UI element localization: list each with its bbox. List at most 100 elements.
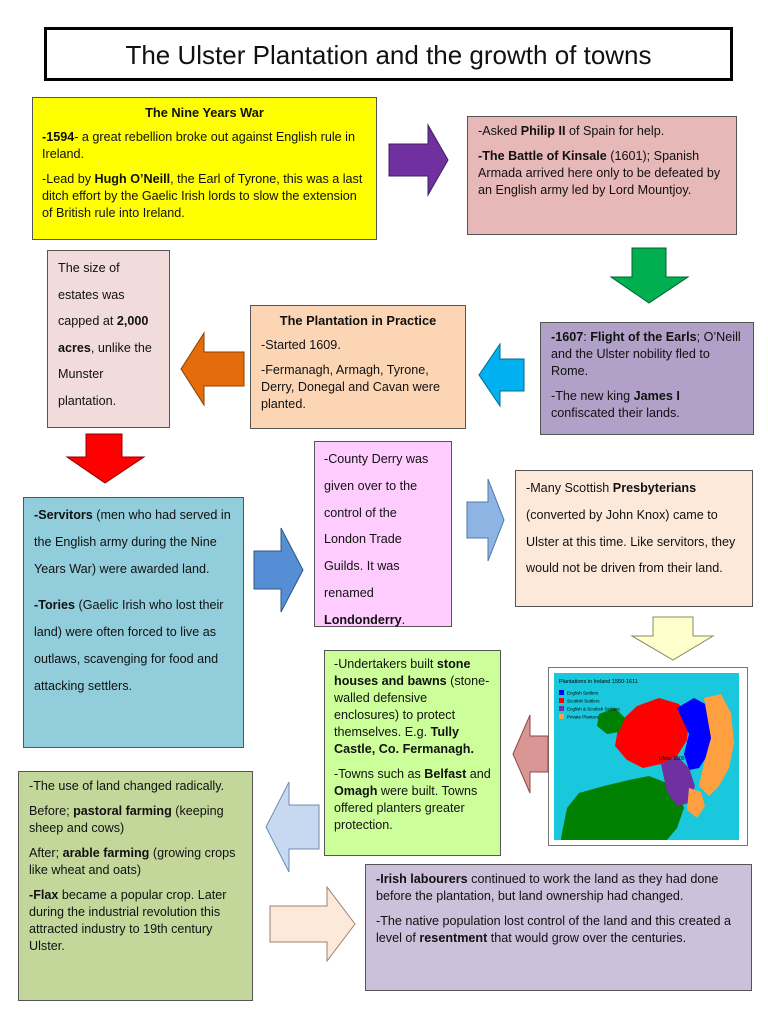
arrow-down-red xyxy=(65,433,146,484)
arrow-left-orange xyxy=(180,331,245,407)
estate-size-box: The size of estates was capped at 2,000 … xyxy=(47,250,170,428)
kinsale-description: (1601); Spanish Armada arrived here only… xyxy=(478,149,721,197)
ulster-orange-region-south xyxy=(687,788,705,818)
arrow-left-pink xyxy=(512,714,549,794)
servitors-description: (men who had served in the English army … xyxy=(34,508,231,576)
belfast-name: Belfast xyxy=(424,767,467,781)
legend-english-scottish-label: English & Scottish Settlers xyxy=(567,707,621,712)
legend-scottish-swatch xyxy=(559,698,564,703)
native-population-text: -The native population lost control of t… xyxy=(376,914,731,945)
servitors-term: -Servitors xyxy=(34,508,93,522)
arrow-left-cyan xyxy=(478,342,525,408)
philip-ii-name: Philip II xyxy=(520,124,566,138)
estate-size-text: The size of estates was capped at xyxy=(58,261,125,328)
spain-help-text: of Spain for help. xyxy=(565,124,665,138)
presbyterians-name: Presbyterians xyxy=(612,481,697,495)
fled-rome-text: ; O’Neill and the Ulster nobility fled t… xyxy=(551,330,741,378)
land-change-text: -The use of land changed radically. xyxy=(29,779,225,793)
year-1594: -1594 xyxy=(42,130,75,145)
resentment-description: that would grow over the centuries. xyxy=(487,931,687,945)
tories-description: (Gaelic Irish who lost their land) were … xyxy=(34,598,224,693)
arable-farming-term: arable farming xyxy=(62,846,150,860)
resentment-text: -The native population lost control of t… xyxy=(376,913,741,947)
arrow-down-green xyxy=(609,247,690,304)
acres-value: 2,000 acres xyxy=(58,314,149,355)
philip-text: -Asked Philip II of Spain for help. xyxy=(478,123,726,140)
philip-kinsale-box: -Asked Philip II of Spain for help. -The… xyxy=(467,116,737,235)
new-king-text: -The new king xyxy=(551,389,634,403)
county-derry-box: -County Derry was given over to the cont… xyxy=(314,441,452,627)
flax-text: -Flax became a popular crop. Later durin… xyxy=(29,887,242,955)
ulster-green-northwest xyxy=(597,708,625,734)
flight-text: -1607: Flight of the Earls; O’Neill and … xyxy=(551,329,743,380)
arrow-right-peach xyxy=(269,885,356,963)
ireland-land-green xyxy=(561,776,684,840)
munster-text: , unlike the Munster plantation. xyxy=(58,340,152,408)
towns-description: were built. Towns offered planters great… xyxy=(334,784,478,832)
towns-text: -Towns such as Belfast and Omagh were bu… xyxy=(334,766,491,834)
counties-text: -Fermanagh, Armagh, Tyrone, Derry, Doneg… xyxy=(261,363,440,412)
legend-english-swatch xyxy=(559,690,564,695)
ulster-map-label: Ulster 1609 xyxy=(659,756,685,762)
legend-private-label: Private Planters xyxy=(567,715,600,720)
scots-text: -Many Scottish xyxy=(526,481,613,495)
londonderry-name: Londonderry xyxy=(324,612,402,627)
omagh-name: Omagh xyxy=(334,784,378,798)
kinsale-text: -The Battle of Kinsale (1601); Spanish A… xyxy=(478,148,726,199)
ireland-map-image: Plantations in Ireland 1550-1611 English… xyxy=(554,673,739,840)
scots-description: (converted by John Knox) came to Ulster … xyxy=(526,507,736,576)
bawns-description: (stone-walled defensive enclosures) to p… xyxy=(334,674,490,739)
plantation-map: Plantations in Ireland 1550-1611 English… xyxy=(548,667,748,846)
legend-private-swatch xyxy=(559,714,564,719)
irish-labourers-box: -Irish labourers continued to work the l… xyxy=(365,864,752,991)
labourers-description: continued to work the land as they had d… xyxy=(376,872,719,903)
battle-of-kinsale: -The Battle of Kinsale xyxy=(478,149,607,163)
colon-text: : xyxy=(583,330,591,344)
map-title: Plantations in Ireland 1550-1611 xyxy=(559,679,638,685)
flax-term: -Flax xyxy=(29,888,59,902)
ulster-blue-region xyxy=(677,698,714,770)
arrow-right-blue xyxy=(253,527,304,613)
arrow-right-lightblue xyxy=(466,478,505,562)
undertakers-built-text: -Undertakers built xyxy=(334,657,437,671)
arable-text: After; arable farming (growing crops lik… xyxy=(29,845,242,879)
page-title: The Ulster Plantation and the growth of … xyxy=(44,27,733,81)
started-text: -Started 1609. xyxy=(261,338,341,353)
nine-years-war-heading: The Nine Years War xyxy=(145,105,264,120)
ulster-red-region xyxy=(615,698,689,768)
tories-text: -Tories (Gaelic Irish who lost their lan… xyxy=(34,592,233,699)
labourers-text: -Irish labourers continued to work the l… xyxy=(376,871,741,905)
confiscated-text: confiscated their lands. xyxy=(551,406,680,420)
nine-years-war-oneill-text: -Lead by Hugh O’Neill, the Earl of Tyron… xyxy=(42,171,367,222)
asked-text: -Asked xyxy=(478,124,521,138)
pastoral-text: Before; pastoral farming (keeping sheep … xyxy=(29,803,242,837)
legend-english-label: English Settlers xyxy=(567,691,599,696)
nine-years-war-rebellion-text: -1594- a great rebellion broke out again… xyxy=(42,129,367,163)
ulster-orange-region xyxy=(699,694,734,796)
scottish-presbyterians-box: -Many Scottish Presbyterians (converted … xyxy=(515,470,753,607)
james-text: -The new king James I confiscated their … xyxy=(551,388,743,422)
flight-of-earls-name: Flight of the Earls xyxy=(590,330,697,344)
derry-text: -County Derry was given over to the cont… xyxy=(324,452,429,600)
derry-end: . xyxy=(401,612,406,627)
arrow-right-purple xyxy=(388,123,449,197)
undertakers-text: -Undertakers built stone houses and bawn… xyxy=(334,656,491,758)
legend-scottish-label: Scottish Settlers xyxy=(567,699,600,704)
tories-term: -Tories xyxy=(34,598,76,613)
legend-english-scottish-swatch xyxy=(559,706,564,711)
before-text: Before; xyxy=(29,804,74,818)
flight-of-earls-box: -1607: Flight of the Earls; O’Neill and … xyxy=(540,322,754,435)
james-i-name: James I xyxy=(633,389,680,403)
pastoral-farming-term: pastoral farming xyxy=(73,804,172,818)
towns-such-as-text: -Towns such as xyxy=(334,767,425,781)
year-1607: -1607 xyxy=(551,330,584,344)
flax-description: became a popular crop. Later during the … xyxy=(29,888,227,953)
arable-description: (growing crops like wheat and oats) xyxy=(29,846,236,877)
and-text: and xyxy=(466,767,491,781)
resentment-term: resentment xyxy=(419,931,488,945)
lead-by-text: -Lead by xyxy=(42,172,95,187)
ulster-purple-region xyxy=(661,756,695,806)
servitors-tories-box: -Servitors (men who had served in the En… xyxy=(23,497,244,748)
arrow-left-paleblue xyxy=(265,781,320,873)
plantation-practice-heading: The Plantation in Practice xyxy=(279,313,437,328)
